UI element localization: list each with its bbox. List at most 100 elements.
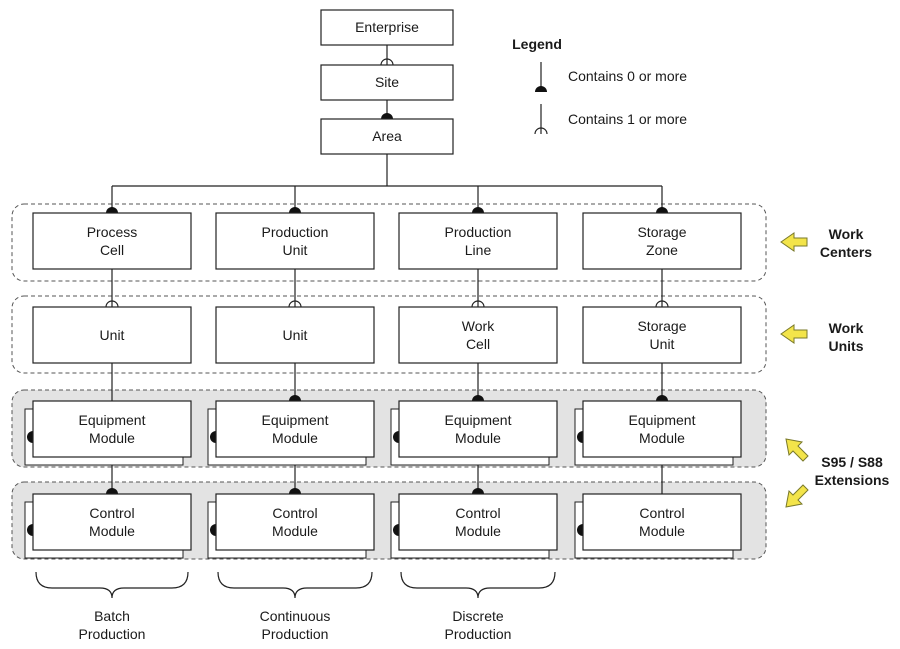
work-unit-label: Unit xyxy=(100,327,125,343)
site-box xyxy=(320,64,454,101)
legend-title: Legend xyxy=(512,36,562,52)
legend-zero-or-more-label: Contains 0 or more xyxy=(568,68,687,84)
work-center-box xyxy=(32,212,192,270)
work-unit-box xyxy=(582,306,742,364)
work-unit-label: Storage xyxy=(637,318,686,334)
equipment-module-label: Module xyxy=(455,430,501,446)
zero-or-more-connector xyxy=(106,488,118,494)
zero-or-more-connector xyxy=(289,395,301,401)
work-centers-arrow-icon xyxy=(780,232,808,252)
enterprise-label: Enterprise xyxy=(355,19,419,35)
control-module-box xyxy=(582,493,742,551)
work-centers-group xyxy=(11,203,767,282)
discrete-brace xyxy=(400,571,556,599)
work-unit-label: Unit xyxy=(650,336,675,352)
self-contain-connector xyxy=(393,524,399,536)
work-center-label: Cell xyxy=(100,242,124,258)
self-contain-connector xyxy=(393,431,399,443)
discrete-label-line2: Production xyxy=(445,626,512,642)
control-module-box xyxy=(398,493,558,551)
one-or-more-connector xyxy=(471,300,485,308)
extensions-label-line1: S95 / S88 xyxy=(821,454,883,470)
self-contain-connector xyxy=(577,431,583,443)
control-module-label: Module xyxy=(639,523,685,539)
work-unit-label: Unit xyxy=(283,327,308,343)
control-module-label: Module xyxy=(455,523,501,539)
equipment-module-label: Equipment xyxy=(445,412,512,428)
equipment-module-box xyxy=(215,400,375,458)
work-units-label-line1: Work xyxy=(829,320,864,336)
continuous-label-line2: Production xyxy=(262,626,329,642)
equipment-module-label: Module xyxy=(272,430,318,446)
legend-zero-or-more-icon xyxy=(535,86,547,92)
zero-or-more-connector xyxy=(472,488,484,494)
work-center-label: Storage xyxy=(637,224,686,240)
control-module-box xyxy=(32,493,192,551)
control-module-label: Control xyxy=(455,505,500,521)
work-units-arrow-icon xyxy=(780,324,808,344)
one-or-more-connector xyxy=(288,300,302,308)
zero-or-more-connector xyxy=(289,207,301,213)
equipment-module-box xyxy=(32,400,192,458)
one-or-more-connector xyxy=(655,300,669,308)
work-centers-label-line2: Centers xyxy=(820,244,872,260)
work-units-group xyxy=(11,295,767,374)
equipment-module-box xyxy=(582,400,742,458)
work-unit-label: Work xyxy=(462,318,495,334)
extensions-label-line2: Extensions xyxy=(815,472,890,488)
work-centers-label-line1: Work xyxy=(829,226,864,242)
work-unit-box xyxy=(215,306,375,364)
equipment-module-label: Equipment xyxy=(79,412,146,428)
equipment-module-label: Equipment xyxy=(262,412,329,428)
equipment-module-label: Equipment xyxy=(629,412,696,428)
self-contain-connector xyxy=(210,431,216,443)
area-label: Area xyxy=(372,128,402,144)
work-center-label: Process xyxy=(87,224,138,240)
work-unit-label: Cell xyxy=(466,336,490,352)
legend-one-or-more-icon xyxy=(534,127,548,135)
work-center-box xyxy=(398,212,558,270)
diagram-columns: ProcessCellUnitEquipmentModuleControlMod… xyxy=(24,186,742,559)
self-contain-connector xyxy=(577,524,583,536)
legend-one-or-more-label: Contains 1 or more xyxy=(568,111,687,127)
batch-brace xyxy=(35,571,189,599)
continuous-label-line1: Continuous xyxy=(260,608,331,624)
batch-label-line2: Production xyxy=(79,626,146,642)
control-module-box xyxy=(215,493,375,551)
self-contain-connector xyxy=(27,431,33,443)
zero-or-more-connector xyxy=(472,395,484,401)
equipment-module-label: Module xyxy=(639,430,685,446)
discrete-label-line1: Discrete xyxy=(452,608,504,624)
work-center-label: Line xyxy=(465,242,492,258)
zero-or-more-connector xyxy=(656,395,668,401)
control-module-label: Control xyxy=(272,505,317,521)
zero-or-more-connector xyxy=(106,207,118,213)
zero-or-more-connector xyxy=(656,207,668,213)
control-module-label: Module xyxy=(272,523,318,539)
one-or-more-connector xyxy=(380,58,394,66)
work-center-label: Production xyxy=(262,224,329,240)
zero-or-more-connector xyxy=(289,488,301,494)
zero-or-more-connector xyxy=(472,207,484,213)
equipment-module-label: Module xyxy=(89,430,135,446)
one-or-more-connector xyxy=(105,300,119,308)
extensions-down-arrow-icon xyxy=(785,484,809,508)
site-label: Site xyxy=(375,74,399,90)
batch-label-line1: Batch xyxy=(94,608,130,624)
work-center-box xyxy=(582,212,742,270)
control-module-label: Control xyxy=(89,505,134,521)
self-contain-connector xyxy=(27,524,33,536)
extensions-up-arrow-icon xyxy=(785,438,809,462)
work-unit-box xyxy=(32,306,192,364)
control-module-label: Module xyxy=(89,523,135,539)
work-unit-box xyxy=(398,306,558,364)
area-box xyxy=(320,118,454,155)
work-units-label-line2: Units xyxy=(829,338,864,354)
work-center-label: Production xyxy=(445,224,512,240)
zero-or-more-connector xyxy=(381,113,393,119)
control-module-label: Control xyxy=(639,505,684,521)
work-center-label: Zone xyxy=(646,242,678,258)
continuous-brace xyxy=(217,571,373,599)
work-center-label: Unit xyxy=(283,242,308,258)
